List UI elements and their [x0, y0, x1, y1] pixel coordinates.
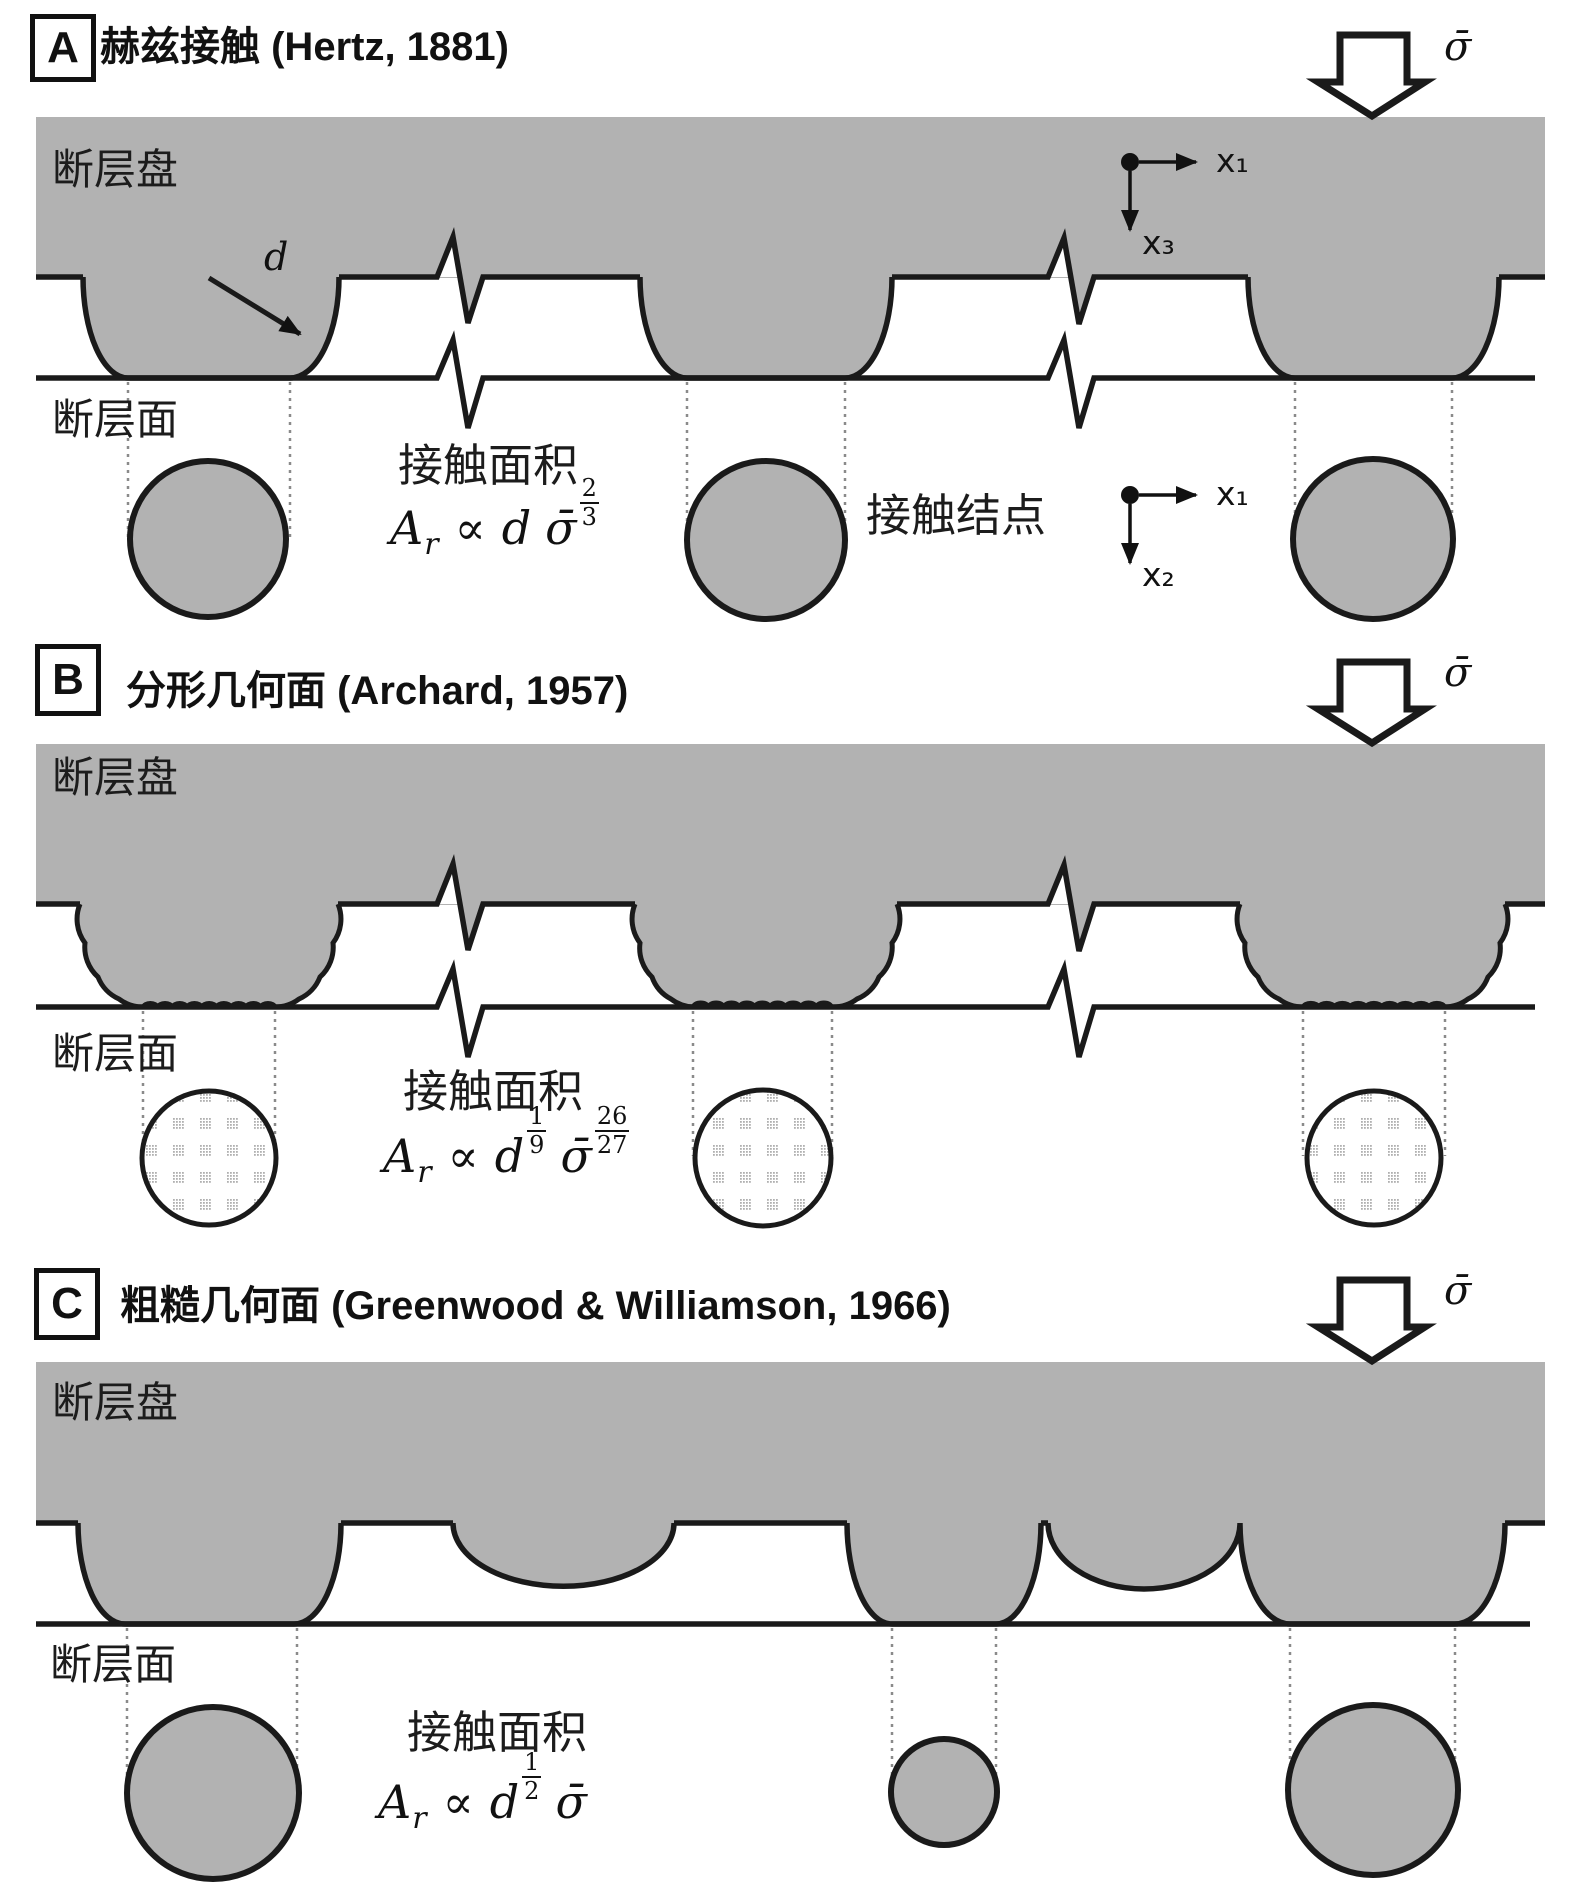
asperity-bumps [77, 1522, 1506, 1624]
dashed-projection-lines [141, 1011, 1447, 1156]
exponent-denominator: 27 [596, 1131, 628, 1160]
hanging-wall-block [36, 117, 1545, 278]
hanging-wall-block [36, 744, 1545, 905]
contact-area-label-c: 接触面积 [407, 1707, 588, 1758]
axes-origin-dot [1121, 153, 1139, 171]
formula-lhs: A [383, 1129, 417, 1184]
x3-axis-label: x₃ [1142, 223, 1175, 262]
fault-plane-label-c: 断层面 [50, 1641, 177, 1688]
contact-junction-label: 接触结点 [866, 490, 1047, 541]
panel-c-letter: C [34, 1268, 100, 1340]
formula-lhs-sub: r [417, 1154, 432, 1190]
rough-contact-wave [141, 1000, 1447, 1008]
panel-letter-text: A [47, 23, 79, 72]
panel-letter-text: C [51, 1279, 83, 1328]
fault-plane-label-b: 断层面 [52, 1030, 179, 1077]
panel-a-title: 赫兹接触 (Hertz, 1881) [100, 25, 509, 69]
formula-d-term: d [489, 1775, 520, 1830]
dashed-projection-lines [125, 1628, 1457, 1791]
x1-axis-label-surface: x₁ [1216, 141, 1249, 180]
panel-b-letter: B [35, 644, 101, 716]
formula-d-term: d [501, 501, 532, 556]
panel-a-letter: A [30, 14, 96, 82]
exponent-denominator: 9 [529, 1131, 545, 1160]
formula-lhs-sub: r [412, 1800, 427, 1836]
formula-sigma-term: σ̄ [560, 1129, 592, 1184]
formula-lhs: A [378, 1775, 412, 1830]
normal-stress-arrow [1305, 1276, 1437, 1366]
normal-stress-arrow [1305, 31, 1437, 121]
proportional-symbol: ∝ [442, 1775, 474, 1830]
exponent-denominator: 2 [524, 1777, 540, 1806]
fractal-asperity-outline [74, 903, 1511, 1010]
asperity-diameter-label: d [264, 235, 289, 279]
hanging-wall-label-c: 断层盘 [52, 1379, 179, 1426]
x2-axis-label: x₂ [1142, 555, 1175, 594]
panel-letter-text: B [52, 655, 84, 704]
proportional-symbol: ∝ [447, 1129, 479, 1184]
formula-d-term: d [494, 1129, 525, 1184]
hanging-wall-label-b: 断层盘 [52, 754, 179, 801]
x1-axis-label-plane: x₁ [1216, 474, 1249, 513]
exponent-numerator: 2 [579, 475, 599, 505]
contact-junction-circles [124, 1702, 1461, 1882]
surface-coordinate-axes [1121, 153, 1198, 232]
fault-plane-line [36, 959, 1535, 1058]
formula-lhs-sub: r [424, 526, 439, 562]
exponent-numerator: 26 [594, 1103, 630, 1133]
fault-plane-line [36, 330, 1535, 429]
formula-lhs: A [390, 501, 424, 556]
applied-stress-label-b: σ̄ [1444, 650, 1472, 696]
exponent-numerator: 1 [527, 1103, 547, 1133]
formula-sigma-term: σ̄ [545, 501, 577, 556]
contact-area-label-a: 接触面积 [398, 440, 579, 491]
fault-plane-label-a: 断层面 [52, 396, 179, 443]
exponent-denominator: 3 [581, 503, 597, 532]
stippled-contact-circles [139, 1087, 1444, 1229]
proportional-symbol: ∝ [454, 501, 486, 556]
axes-origin-dot [1121, 486, 1139, 504]
block-edge-line [36, 226, 1545, 325]
formula-sigma-term: σ̄ [555, 1775, 587, 1830]
asperity-bumps [82, 276, 1500, 378]
panel-b-title: 分形几何面 (Archard, 1957) [126, 669, 629, 713]
applied-stress-label-c: σ̄ [1444, 1268, 1472, 1314]
fractal-asperity-bumps [77, 903, 1508, 1007]
contact-junction-circles [127, 456, 1456, 622]
normal-stress-arrow [1305, 658, 1437, 748]
plane-coordinate-axes [1121, 486, 1198, 565]
asperity-diameter-arrow [207, 275, 302, 337]
block-edge-line [36, 853, 1545, 952]
hanging-wall-label-a: 断层盘 [52, 146, 179, 193]
panel-c-diagram [36, 1276, 1545, 1882]
panel-c-title: 粗糙几何面 (Greenwood & Williamson, 1966) [120, 1284, 951, 1328]
hanging-wall-block [36, 1362, 1545, 1523]
contact-area-label-b: 接触面积 [403, 1066, 584, 1117]
exponent-numerator: 1 [522, 1749, 542, 1779]
applied-stress-label-a: σ̄ [1444, 24, 1472, 70]
non-contacting-asperities [453, 1522, 1240, 1588]
panel-a-diagram [36, 31, 1545, 622]
panel-b-diagram [36, 658, 1545, 1229]
